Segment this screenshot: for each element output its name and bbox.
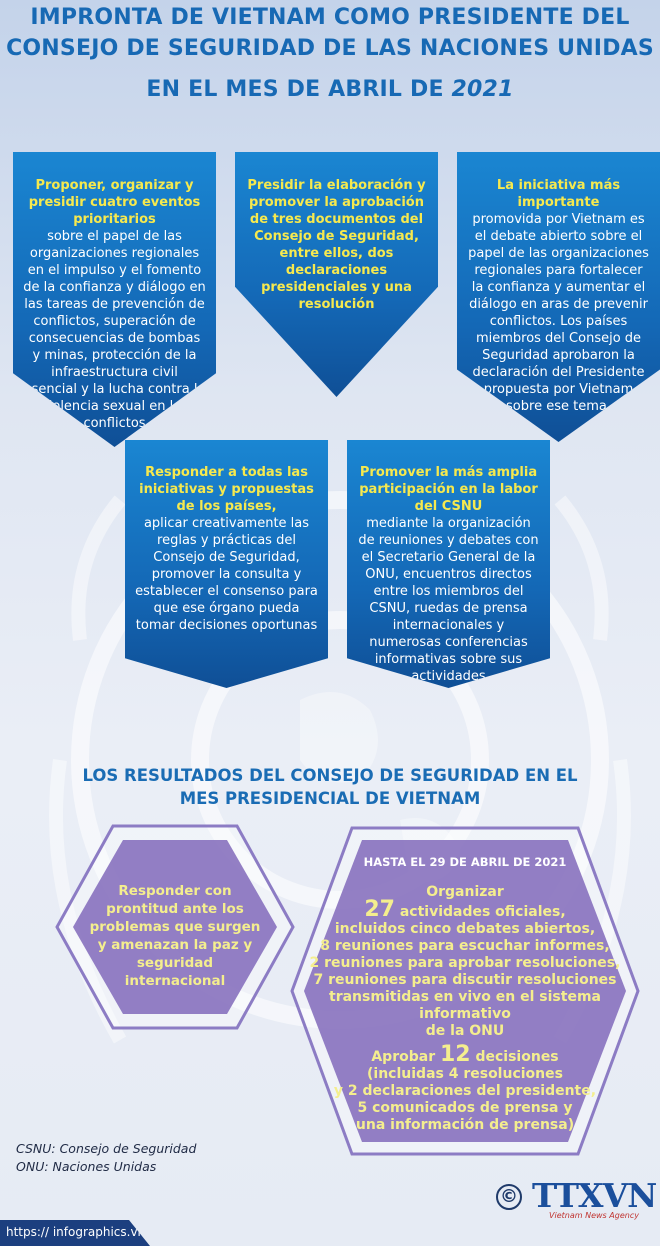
page-title-line-3: EN EL MES DE ABRIL DE 2021 [0,74,660,105]
page-title-line-2: CONSEJO DE SEGURIDAD DE LAS NACIONES UNI… [6,36,654,61]
footer-bar: https:// infographics.vn [0,1220,150,1246]
approve-label: Aprobar [371,1049,436,1065]
card-highlight: La iniciativa más importante [496,178,621,210]
card-participation: Promover la más amplia participación en … [347,440,550,688]
card-highlight: Responder a todas las iniciativas y prop… [139,465,314,514]
organize-number: 27 [364,897,395,922]
logo-subtitle: Vietnam News Agency [549,1211,639,1220]
approve-line: Aprobar 12 decisiones [290,1044,640,1066]
note-csnu: CSNU: Consejo de Seguridad [16,1141,197,1156]
organize-suffix: actividades oficiales, [399,904,566,920]
page-title-month: EN EL MES DE ABRIL DE [146,77,452,102]
card-text: sobre el papel de las organizaciones reg… [23,229,206,431]
ttxvn-logo: TTXVN Vietnam News Agency [532,1176,657,1224]
card-text: aplicar creativamente las reglas y práct… [135,516,318,633]
hex-respond-shape [55,824,295,1030]
approve-number: 12 [439,1042,471,1067]
card-respond-initiatives: Responder a todas las iniciativas y prop… [125,440,328,688]
approve-detail: 5 comunicados de prensa y [357,1100,573,1116]
results-title: LOS RESULTADOS DEL CONSEJO DE SEGURIDAD … [82,766,578,808]
card-text: mediante la organización de reuniones y … [358,516,539,684]
organize-line: 27 actividades oficiales, [290,899,640,921]
hex-respond: Responder con prontitud ante los problem… [55,822,295,1032]
card-highlight: Proponer, organizar y presidir cuatro ev… [28,178,201,227]
footer-url[interactable]: https:// infographics.vn [6,1225,146,1239]
hex-respond-text: Responder con prontitud ante los problem… [89,883,261,989]
note-onu: ONU: Naciones Unidas [16,1159,157,1174]
hex-figures: HASTA EL 29 DE ABRIL DE 2021 Organizar 2… [290,826,640,1156]
organize-detail: 7 reuniones para discutir resoluciones [313,972,617,988]
organize-detail: de la ONU [425,1023,505,1039]
page-title-year: 2021 [451,77,514,102]
card-highlight: Presidir la elaboración y promover la ap… [247,178,426,312]
card-text: promovida por Vietnam es el debate abier… [468,212,649,414]
organize-detail: transmitidas en vivo en el sistema infor… [329,989,601,1022]
organize-detail: 8 reuniones para escuchar informes, [320,938,610,954]
card-highlight: Promover la más amplia participación en … [359,465,538,514]
approve-detail: (incluidas 4 resoluciones [367,1066,563,1082]
approve-detail: y 2 declaraciones del presidente, [333,1083,597,1099]
organize-label: Organizar [426,884,504,900]
organize-detail: incluidos cinco debates abiertos, [334,921,596,937]
figures-date: HASTA EL 29 DE ABRIL DE 2021 [363,855,567,869]
copyright-icon: © [496,1184,522,1210]
organize-detail: 2 reuniones para aprobar resoluciones, [309,955,621,971]
logo-text: TTXVN [532,1176,657,1215]
figures-approve-block: Aprobar 12 decisiones (incluidas 4 resol… [290,1044,640,1134]
approve-suffix: decisiones [475,1049,559,1065]
hex-figures-shape [290,826,640,1156]
abbreviation-notes: CSNU: Consejo de Seguridad ONU: Naciones… [16,1140,196,1176]
page-title-line-1: IMPRONTA DE VIETNAM COMO PRESIDENTE DEL [30,5,630,30]
figures-organize-block: Organizar 27 actividades oficiales, incl… [290,884,640,1040]
approve-detail: una información de prensa) [355,1117,575,1133]
